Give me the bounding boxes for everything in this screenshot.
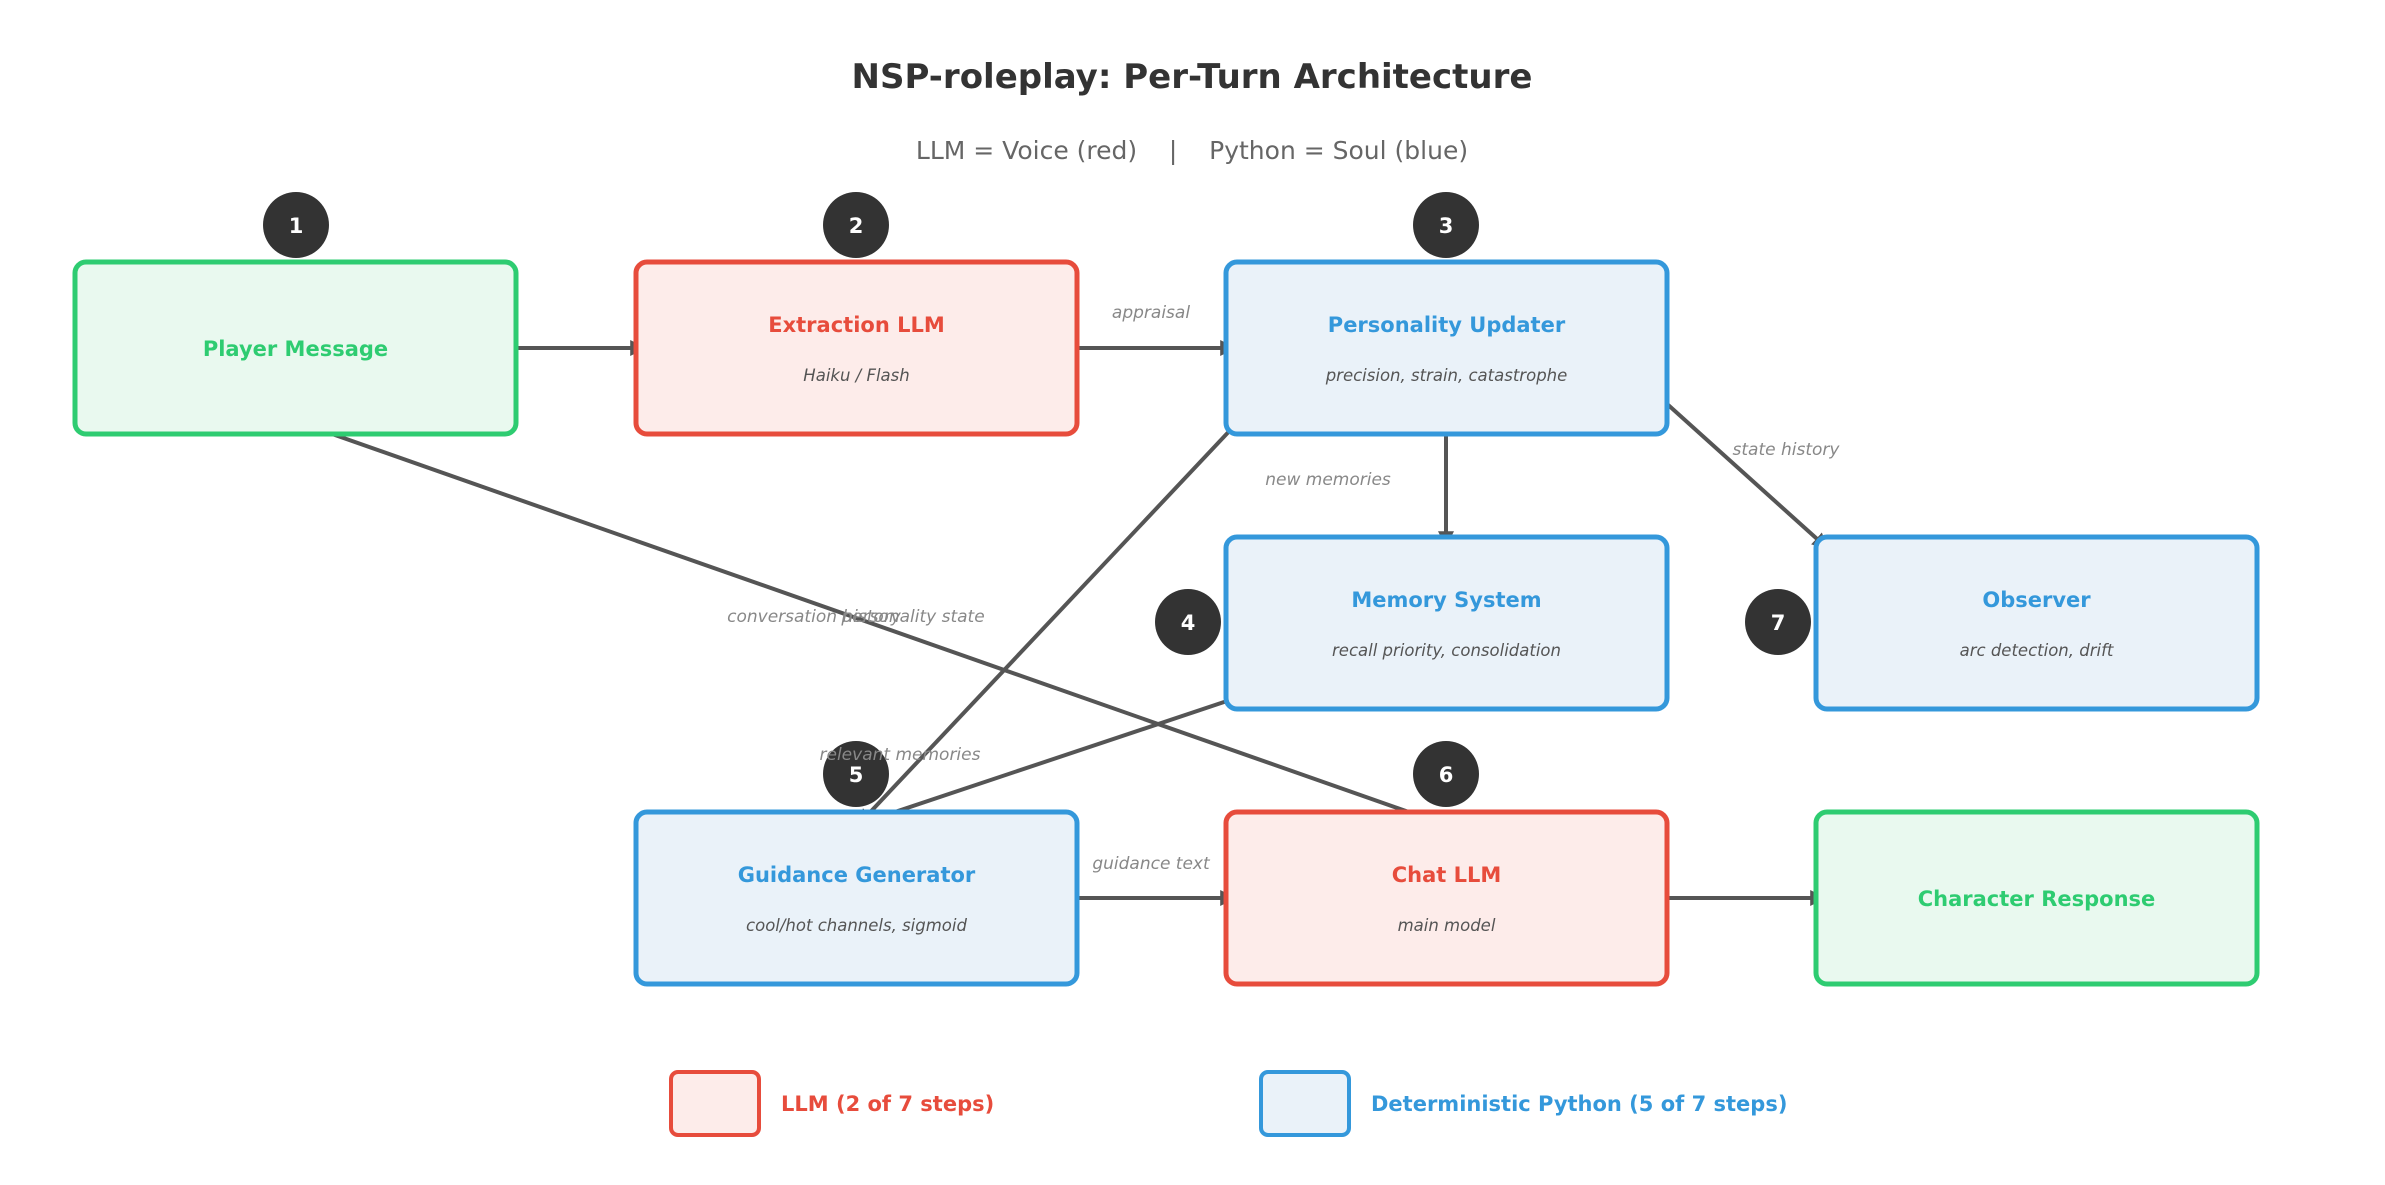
step-badge-3: 3	[1413, 192, 1479, 258]
step-badge-number: 6	[1439, 763, 1454, 787]
step-badge-5: 5	[823, 741, 889, 807]
step-badge-number: 4	[1181, 611, 1196, 635]
legend: LLM (2 of 7 steps) Deterministic Python (…	[669, 1070, 1787, 1137]
step-badge-1: 1	[263, 192, 329, 258]
step-badge-number: 2	[849, 214, 864, 238]
edge-label-personality-observer: state history	[1733, 440, 1841, 460]
node-subtitle-personality: precision, strain, catastrophe	[1325, 366, 1568, 385]
node-observer: Observer arc detection, drift 7	[1745, 534, 2260, 712]
node-title-extraction: Extraction LLM	[768, 313, 945, 337]
node-title-observer: Observer	[1982, 588, 2091, 612]
step-badge-number: 7	[1771, 611, 1786, 635]
step-badge-7: 7	[1745, 589, 1811, 655]
node-response: Character Response	[1813, 809, 2260, 987]
step-badge-4: 4	[1155, 589, 1221, 655]
diagram-subtitle: LLM = Voice (red) | Python = Soul (blue)	[916, 136, 1468, 165]
legend-swatch-python	[1259, 1070, 1351, 1137]
step-badge-circle	[1745, 589, 1811, 655]
node-box-guidance	[633, 809, 1080, 987]
node-subtitle-memory: recall priority, consolidation	[1332, 641, 1561, 660]
node-box-extraction	[633, 259, 1080, 437]
node-box-chat	[1223, 809, 1670, 987]
step-badge-number: 3	[1439, 214, 1454, 238]
edge-label-extraction-personality: appraisal	[1112, 303, 1190, 323]
step-badge-circle	[1413, 741, 1479, 807]
step-badge-circle	[823, 741, 889, 807]
legend-label-llm: LLM (2 of 7 steps)	[781, 1092, 994, 1116]
node-extraction: Extraction LLM Haiku / Flash 2	[633, 192, 1080, 437]
node-guidance: Guidance Generator cool/hot channels, sig…	[633, 741, 1080, 987]
node-title-chat: Chat LLM	[1392, 863, 1502, 887]
step-badge-circle	[823, 192, 889, 258]
node-box-memory	[1223, 534, 1670, 712]
node-memory: Memory System recall priority, consolidat…	[1155, 534, 1670, 712]
step-badge-2: 2	[823, 192, 889, 258]
edge-label-memory-guidance: relevant memories	[820, 745, 981, 765]
node-personality: Personality Updater precision, strain, ca…	[1223, 192, 1670, 437]
node-box-personality	[1223, 259, 1670, 437]
edge-label-personality-memory: new memories	[1265, 470, 1391, 490]
node-subtitle-chat: main model	[1398, 916, 1496, 935]
legend-item-llm: LLM (2 of 7 steps)	[669, 1070, 994, 1137]
node-title-guidance: Guidance Generator	[738, 863, 976, 887]
legend-item-python: Deterministic Python (5 of 7 steps)	[1259, 1070, 1787, 1137]
node-box-response	[1813, 809, 2260, 987]
node-subtitle-observer: arc detection, drift	[1960, 641, 2114, 660]
step-badge-number: 1	[289, 214, 304, 238]
edge-label-player-chat: conversation history	[727, 607, 902, 627]
node-title-player: Player Message	[203, 337, 388, 361]
edge-personality-guidance	[857, 422, 1238, 826]
edge-player-chat	[297, 420, 1444, 827]
step-badge-circle	[1413, 192, 1479, 258]
edge-labels-layer: appraisal new memories state history person…	[727, 303, 1840, 874]
edge-personality-observer	[1654, 392, 1829, 550]
step-badge-6: 6	[1413, 741, 1479, 807]
step-badge-circle	[1155, 589, 1221, 655]
edges-layer	[297, 340, 1829, 906]
legend-label-python: Deterministic Python (5 of 7 steps)	[1371, 1092, 1787, 1116]
node-chat: Chat LLM main model 6	[1223, 741, 1670, 987]
edge-label-personality-guidance: personality state	[840, 607, 984, 627]
node-title-response: Character Response	[1918, 887, 2156, 911]
node-title-memory: Memory System	[1351, 588, 1541, 612]
node-box-observer	[1813, 534, 2260, 712]
node-subtitle-extraction: Haiku / Flash	[803, 366, 909, 385]
step-badge-number: 5	[849, 763, 864, 787]
node-title-personality: Personality Updater	[1328, 313, 1566, 337]
node-player: Player Message 1	[72, 192, 519, 437]
step-badge-circle	[263, 192, 329, 258]
edge-label-guidance-chat: guidance text	[1092, 854, 1211, 874]
edge-memory-guidance	[858, 696, 1237, 827]
legend-swatch-llm	[669, 1070, 761, 1137]
node-subtitle-guidance: cool/hot channels, sigmoid	[746, 916, 967, 935]
node-box-player	[72, 259, 519, 437]
diagram-title: NSP-roleplay: Per-Turn Architecture	[852, 57, 1533, 97]
